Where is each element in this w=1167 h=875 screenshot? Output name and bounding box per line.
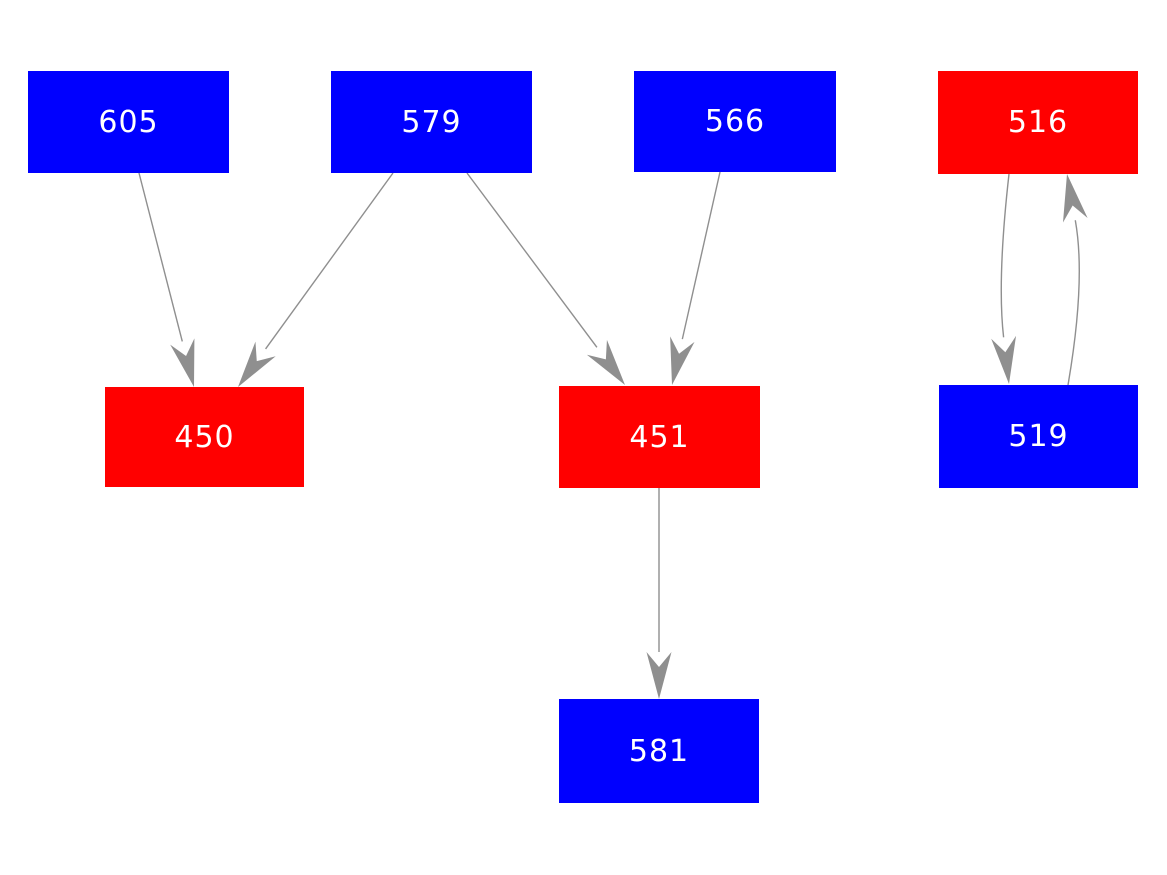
arrowhead-566-451 — [670, 336, 695, 385]
graph-node-605: 605 — [28, 71, 229, 173]
graph-node-581: 581 — [559, 699, 759, 803]
edge-605-450 — [138, 172, 183, 342]
arrowhead-605-450 — [170, 338, 195, 387]
graph-node-450: 450 — [105, 387, 304, 487]
arrowhead-579-450 — [238, 341, 276, 387]
arrowhead-579-451 — [586, 339, 625, 385]
edge-519-516 — [1067, 220, 1080, 386]
graph-node-579: 579 — [331, 71, 532, 173]
edge-516-519 — [1000, 173, 1010, 338]
arrowhead-451-581 — [646, 652, 672, 699]
graph-node-566: 566 — [634, 71, 836, 172]
graph-node-516: 516 — [938, 71, 1138, 174]
graph-node-519: 519 — [939, 385, 1138, 488]
graph-node-451: 451 — [559, 386, 760, 488]
arrowhead-519-516 — [1062, 174, 1088, 223]
edge-566-451 — [681, 171, 721, 340]
edge-579-450 — [265, 172, 394, 350]
edge-579-451 — [466, 172, 598, 348]
arrowhead-516-519 — [991, 335, 1017, 384]
